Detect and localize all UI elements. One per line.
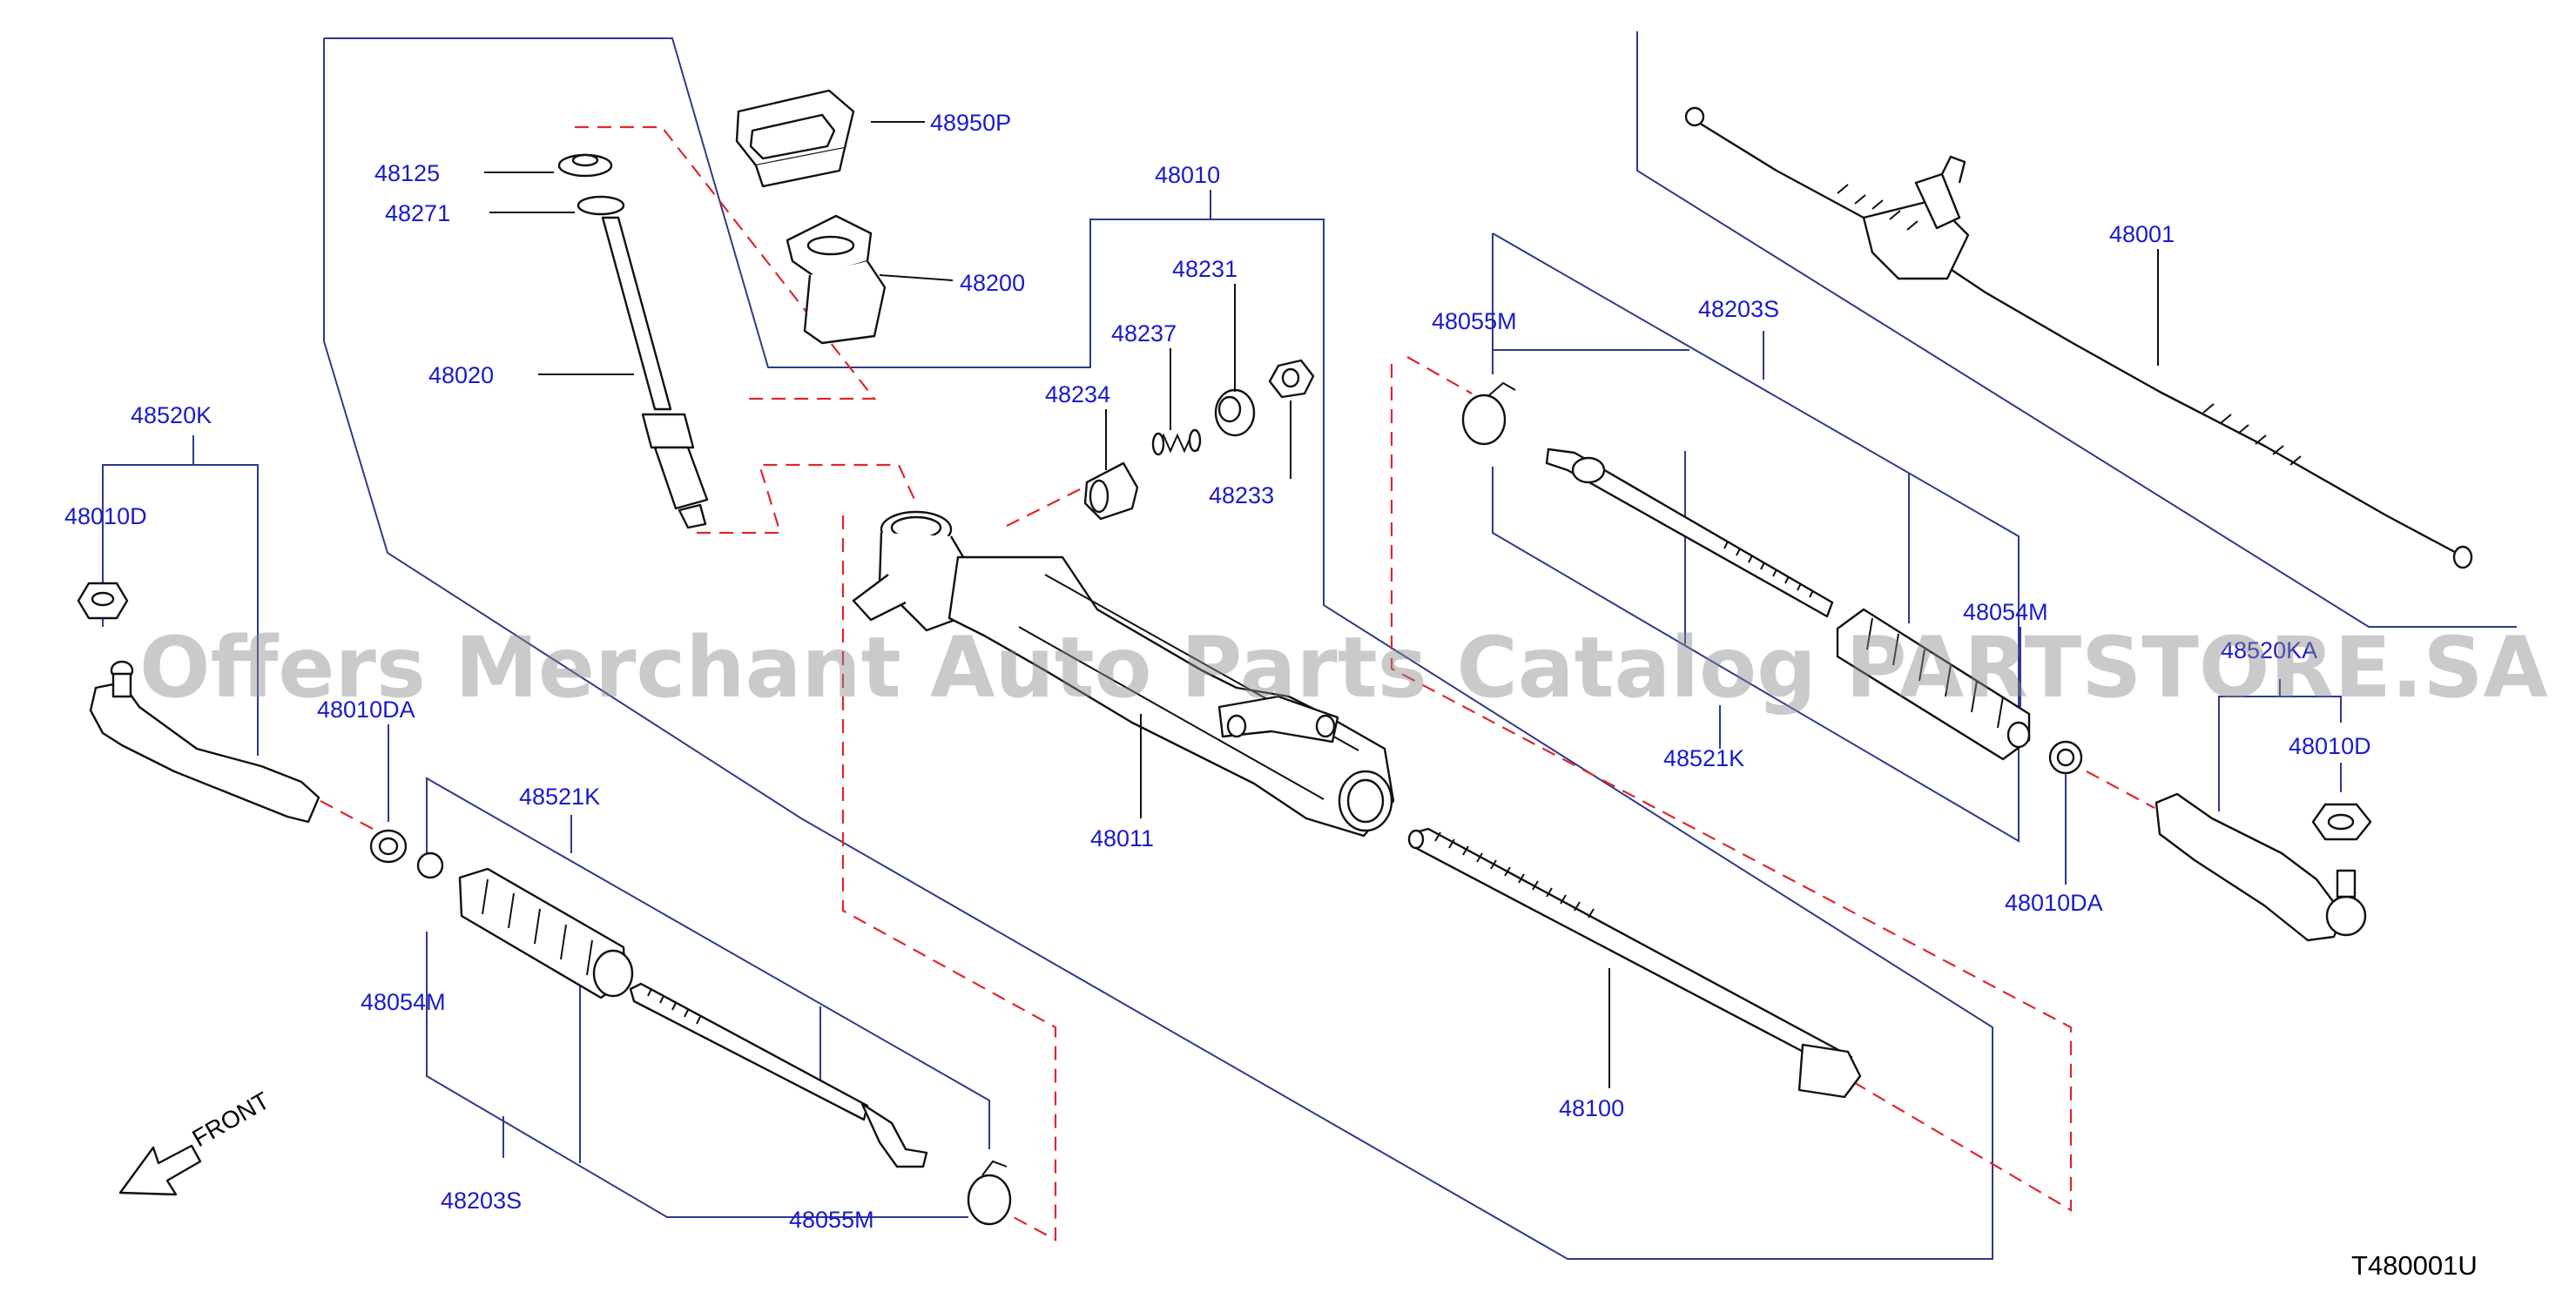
- label-48010D-right: 48010D: [2289, 733, 2371, 759]
- label-48054M-right: 48054M: [1963, 599, 2048, 625]
- part-48011-gear-housing: [852, 510, 1395, 838]
- watermark-text: Offers Merchant Auto Parts Catalog PARTS…: [139, 619, 2548, 717]
- part-48237-spring-retainer: [1151, 428, 1202, 456]
- front-direction-arrow: FRONT: [118, 1087, 274, 1196]
- centerline-tie-rod-end-left: [320, 800, 374, 830]
- label-48055M-left: 48055M: [789, 1207, 874, 1233]
- centerline-pinion: [575, 125, 877, 400]
- front-label: FRONT: [188, 1087, 274, 1152]
- label-48520KA: 48520KA: [2221, 637, 2317, 663]
- label-48010DA-right: 48010DA: [2005, 890, 2103, 916]
- part-48020-pinion-assembly: [601, 216, 709, 529]
- outline-48203S-right-b: [1492, 232, 2020, 843]
- part-48010DA-nut-left: [369, 829, 408, 864]
- label-48231: 48231: [1172, 256, 1237, 282]
- outline-48521K-left: [426, 777, 990, 1149]
- centerline-pinion-lower: [697, 463, 918, 535]
- label-48010D-left: 48010D: [64, 503, 147, 529]
- label-48055M-top: 48055M: [1432, 308, 1517, 334]
- part-48010DA-nut-right: [2048, 740, 2083, 775]
- part-48054M-boot-left: [458, 867, 634, 999]
- centerline-rack: [1390, 364, 2073, 1212]
- front-arrow-icon: [118, 1144, 202, 1196]
- part-48520K-tie-rod-end-left: [89, 660, 320, 824]
- part-48203S-socket-left: [629, 982, 928, 1168]
- part-48231-cover-adjusting: [1214, 388, 1256, 437]
- part-48010D-nut-right: [2311, 803, 2372, 841]
- centerline-tie-rod-end-right: [2086, 770, 2155, 809]
- part-48125-dust-cover: [557, 153, 613, 178]
- label-48054M-left: 48054M: [361, 989, 446, 1015]
- part-48521K-band-right: [2006, 721, 2031, 749]
- part-48271-snap-ring: [577, 195, 625, 216]
- label-48020: 48020: [428, 362, 494, 388]
- label-48233: 48233: [1209, 482, 1274, 508]
- label-48100: 48100: [1559, 1095, 1624, 1121]
- part-48203S-socket-right: [1545, 447, 1834, 618]
- label-48521K-right: 48521K: [1663, 745, 1744, 771]
- label-48950P: 48950P: [930, 110, 1011, 136]
- part-48010D-nut-left: [77, 582, 129, 620]
- part-48055M-clip-left: [967, 1160, 1012, 1226]
- label-48010: 48010: [1155, 162, 1220, 188]
- label-48200: 48200: [960, 270, 1025, 296]
- part-48520KA-tie-rod-end-right: [2155, 792, 2367, 942]
- label-48234: 48234: [1045, 381, 1110, 407]
- part-labels: 48950P 48125 48271 48200 48020 48010 482…: [64, 110, 2371, 1233]
- outline-48054M-left: [426, 932, 946, 1218]
- part-48234-retainer: [1083, 461, 1139, 521]
- centerline-clip-top: [1406, 356, 1473, 394]
- label-48125: 48125: [374, 160, 440, 186]
- label-48203S-left: 48203S: [441, 1188, 522, 1214]
- centerline-housing: [841, 515, 1057, 1242]
- part-48521K-band-left: [416, 851, 444, 879]
- label-48521K-left: 48521K: [519, 784, 600, 810]
- assembly-centerlines: [320, 125, 2155, 1242]
- outline-assembly-48001: [1636, 31, 2517, 628]
- label-48011: 48011: [1090, 825, 1154, 851]
- label-48001: 48001: [2109, 221, 2175, 247]
- label-48237: 48237: [1111, 320, 1177, 347]
- part-48001-gear-assembly: [1684, 106, 2473, 569]
- centerline-retainer: [1006, 480, 1098, 527]
- group-outlines: [102, 31, 2517, 1260]
- part-48100-rack: [1407, 827, 1862, 1099]
- part-48950P-hole-cover: [735, 89, 855, 188]
- part-48233-lock-nut: [1268, 359, 1315, 399]
- label-48520K: 48520K: [131, 402, 212, 428]
- label-48203S-top: 48203S: [1698, 296, 1779, 322]
- diagram-code: T480001U: [2351, 1250, 2478, 1281]
- label-48010DA-left: 48010DA: [317, 696, 415, 723]
- part-48200-column-hole-seal: [786, 214, 887, 345]
- label-48271: 48271: [385, 200, 450, 226]
- outline-pinion-group: [323, 37, 1993, 1260]
- part-48055M-clip-top: [1461, 381, 1516, 446]
